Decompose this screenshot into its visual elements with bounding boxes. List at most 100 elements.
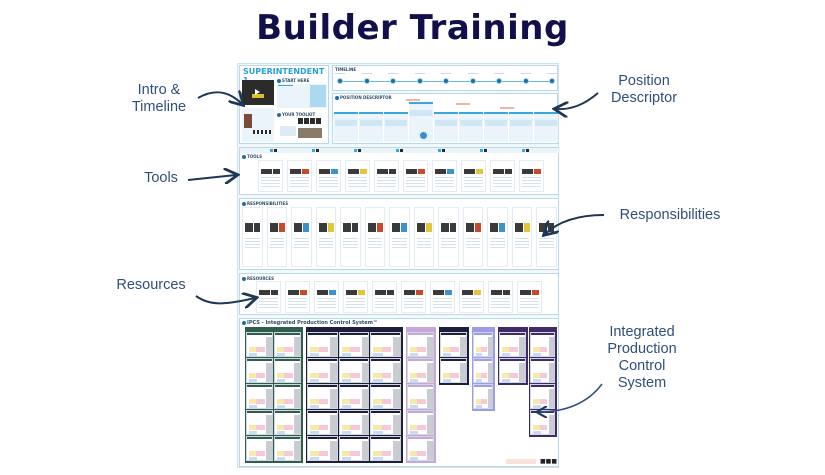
tool-thumbnail[interactable] bbox=[345, 160, 370, 192]
ipcs-sheet[interactable] bbox=[370, 410, 401, 435]
ipcs-sheet[interactable] bbox=[246, 436, 273, 461]
intro-video[interactable] bbox=[242, 80, 274, 105]
responsibility-thumbnail[interactable] bbox=[242, 207, 263, 267]
ipcs-sheet[interactable] bbox=[307, 358, 338, 383]
ipcs-sheet-block bbox=[249, 431, 258, 434]
responsibility-thumbnail[interactable] bbox=[389, 207, 410, 267]
tool-thumbnail[interactable] bbox=[287, 160, 312, 192]
ipcs-sheet[interactable] bbox=[473, 332, 494, 357]
responsibility-thumbnail[interactable] bbox=[266, 207, 287, 267]
ipcs-sheet[interactable] bbox=[499, 332, 526, 357]
resource-thumbnail[interactable] bbox=[517, 281, 542, 313]
responsibility-thumbnail[interactable] bbox=[536, 207, 557, 267]
resource-thumbnail[interactable] bbox=[343, 281, 368, 313]
ipcs-sheet[interactable] bbox=[338, 410, 370, 435]
tool-thumbnail[interactable] bbox=[258, 160, 283, 192]
ipcs-sheet[interactable] bbox=[246, 332, 273, 357]
position-descriptor-heading: POSITION DESCRIPTOR bbox=[335, 95, 392, 100]
tool-thumbnail[interactable] bbox=[432, 160, 457, 192]
tool-thumbnail[interactable] bbox=[403, 160, 428, 192]
ipcs-sheet[interactable] bbox=[370, 332, 401, 357]
timeline-step-6[interactable] bbox=[469, 78, 476, 84]
timeline-step-9[interactable] bbox=[549, 78, 555, 84]
tool-thumbnail[interactable] bbox=[490, 160, 515, 192]
responsibility-thumbnail[interactable] bbox=[315, 207, 336, 267]
tool-thumbnail[interactable] bbox=[461, 160, 486, 192]
ipcs-sheet[interactable] bbox=[307, 332, 338, 357]
resource-thumbnail-text bbox=[433, 304, 452, 305]
position-card bbox=[484, 112, 508, 142]
timeline-step-2[interactable] bbox=[363, 78, 370, 84]
ipcs-sheet[interactable] bbox=[274, 410, 301, 435]
timeline-step-1[interactable] bbox=[337, 78, 343, 84]
timeline-step-4[interactable] bbox=[416, 78, 423, 84]
ipcs-sheet[interactable] bbox=[246, 358, 273, 383]
responsibility-thumbnail[interactable] bbox=[438, 207, 459, 267]
ipcs-sheet-header bbox=[408, 333, 433, 335]
ipcs-sheet[interactable] bbox=[473, 358, 494, 383]
tool-thumbnail[interactable] bbox=[519, 160, 544, 192]
ipcs-sheet[interactable] bbox=[246, 384, 273, 409]
resource-thumbnail[interactable] bbox=[488, 281, 513, 313]
resource-thumbnail[interactable] bbox=[459, 281, 484, 313]
ipcs-sheet[interactable] bbox=[530, 358, 555, 383]
timeline-step-5[interactable] bbox=[443, 78, 449, 84]
responsibility-thumbnail[interactable] bbox=[364, 207, 385, 267]
ipcs-sheet[interactable] bbox=[370, 384, 401, 409]
resource-thumbnail[interactable] bbox=[256, 281, 281, 313]
ipcs-sheet[interactable] bbox=[338, 384, 370, 409]
ipcs-sheet[interactable] bbox=[473, 384, 494, 409]
ipcs-sheet[interactable] bbox=[530, 384, 555, 409]
responsibility-thumbnail[interactable] bbox=[462, 207, 483, 267]
ipcs-sheet[interactable] bbox=[274, 358, 301, 383]
ipcs-sheet[interactable] bbox=[407, 332, 434, 357]
ipcs-sheet[interactable] bbox=[499, 358, 526, 383]
ipcs-sheet[interactable] bbox=[407, 410, 434, 435]
ipcs-sheet[interactable] bbox=[530, 332, 555, 357]
ipcs-sheet[interactable] bbox=[338, 332, 370, 357]
ipcs-sheet[interactable] bbox=[440, 332, 467, 357]
tool-thumbnail[interactable] bbox=[374, 160, 399, 192]
responsibility-thumbnail[interactable] bbox=[487, 207, 508, 267]
ipcs-sheet[interactable] bbox=[274, 436, 301, 461]
ipcs-sheet-header bbox=[500, 359, 525, 361]
tool-thumbnail-text bbox=[348, 183, 367, 184]
ipcs-sheet-block bbox=[410, 425, 419, 430]
resource-thumbnail[interactable] bbox=[372, 281, 397, 313]
timeline-step-7[interactable] bbox=[496, 78, 502, 84]
responsibility-thumbnail-text bbox=[343, 238, 358, 239]
ipcs-sheet[interactable] bbox=[530, 410, 555, 435]
resource-thumbnail-image bbox=[491, 290, 502, 295]
responsibility-thumbnail[interactable] bbox=[413, 207, 434, 267]
position-card-row bbox=[385, 120, 407, 126]
responsibility-thumbnail-image bbox=[465, 223, 474, 232]
ipcs-sheet[interactable] bbox=[407, 358, 434, 383]
ipcs-sheet[interactable] bbox=[370, 358, 401, 383]
timeline-step-3[interactable] bbox=[390, 78, 396, 84]
ipcs-sheet[interactable] bbox=[307, 436, 338, 461]
tool-thumbnail-image bbox=[360, 169, 367, 174]
tool-thumbnail[interactable] bbox=[316, 160, 341, 192]
ipcs-sheet[interactable] bbox=[338, 358, 370, 383]
resource-thumbnail[interactable] bbox=[401, 281, 426, 313]
ipcs-sheet[interactable] bbox=[407, 384, 434, 409]
ipcs-sheet[interactable] bbox=[370, 436, 401, 461]
resource-thumbnail[interactable] bbox=[314, 281, 339, 313]
responsibility-thumbnail[interactable] bbox=[340, 207, 361, 267]
ipcs-sheet[interactable] bbox=[274, 384, 301, 409]
ipcs-sheet[interactable] bbox=[440, 358, 467, 383]
ipcs-sheet[interactable] bbox=[338, 436, 370, 461]
ipcs-sheet[interactable] bbox=[246, 410, 273, 435]
ipcs-sheet-block bbox=[533, 425, 541, 430]
responsibility-thumbnail[interactable] bbox=[291, 207, 312, 267]
responsibility-thumbnail[interactable] bbox=[511, 207, 532, 267]
tool-thumbnail-text bbox=[319, 180, 338, 181]
resource-thumbnail[interactable] bbox=[285, 281, 310, 313]
resource-thumbnail-image bbox=[300, 290, 307, 295]
ipcs-sheet[interactable] bbox=[307, 410, 338, 435]
ipcs-sheet[interactable] bbox=[274, 332, 301, 357]
resource-thumbnail[interactable] bbox=[430, 281, 455, 313]
ipcs-sheet[interactable] bbox=[307, 384, 338, 409]
timeline-step-8[interactable] bbox=[522, 78, 529, 84]
ipcs-sheet[interactable] bbox=[407, 436, 434, 461]
